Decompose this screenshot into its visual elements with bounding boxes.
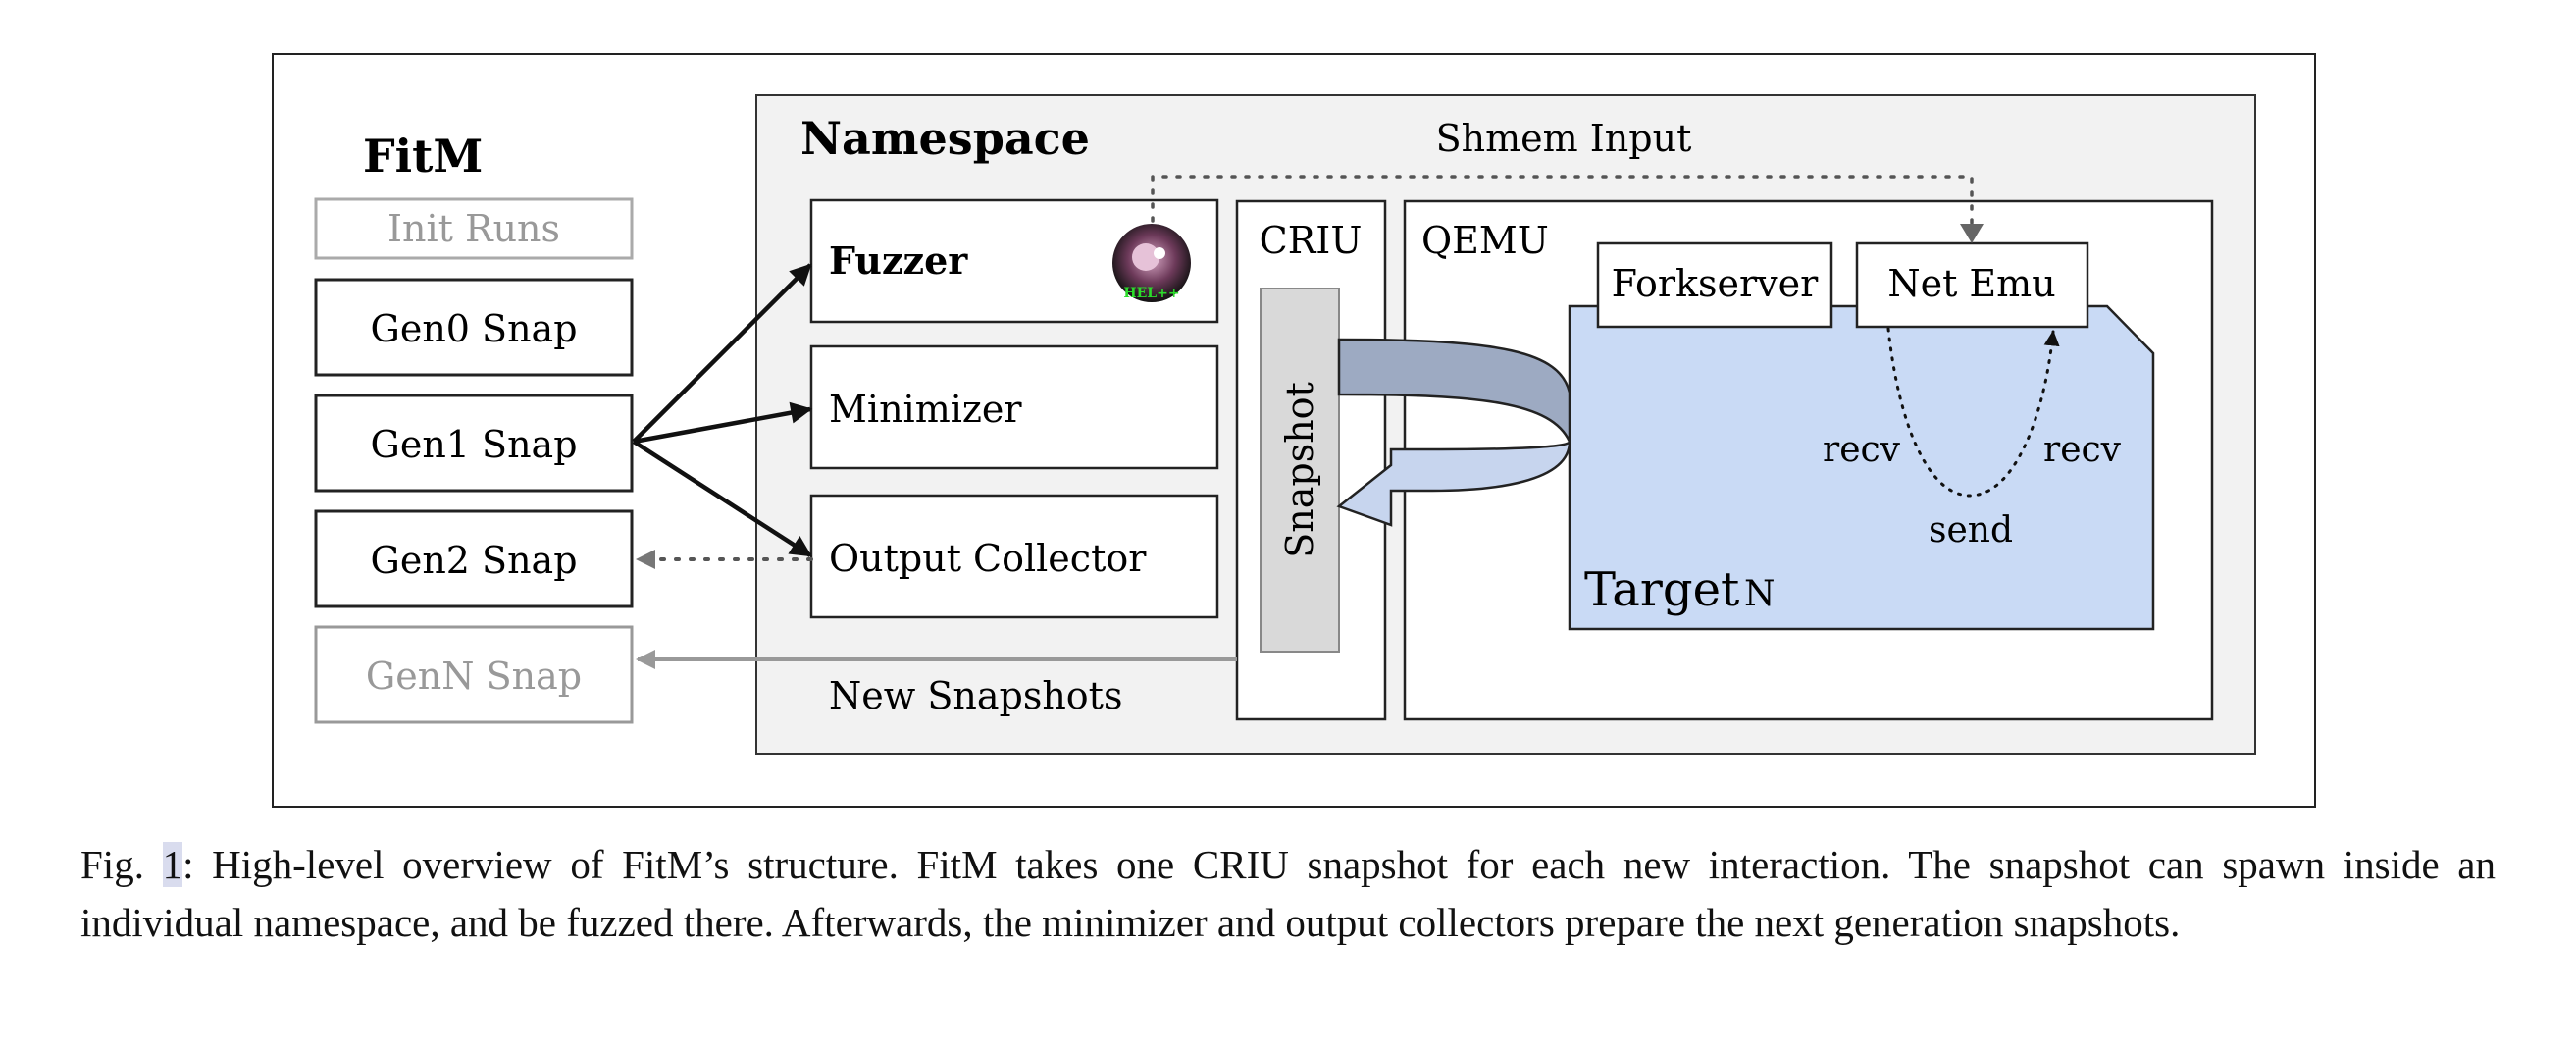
target-suffix: N — [1744, 574, 1776, 614]
gen1-snap-label: Gen1 Snap — [370, 423, 577, 466]
new-snapshots-label: New Snapshots — [829, 674, 1122, 717]
init-runs-box — [314, 197, 634, 260]
netemu-label: Net Emu — [1887, 262, 2055, 305]
gen1-to-output-collector-arrow — [632, 440, 812, 557]
gen1-to-fuzzer-arrow — [632, 263, 812, 444]
fuzzer-label: Fuzzer — [829, 238, 968, 283]
target-label: Target — [1584, 562, 1739, 617]
caption-figure-number[interactable]: 1 — [162, 842, 183, 887]
criu-title: CRIU — [1260, 219, 1363, 262]
forkserver-box — [1596, 241, 1833, 329]
fitm-structure-diagram: FitM Init Runs Gen0 Snap Gen1 Snap Gen2 … — [272, 53, 2316, 808]
gen1-to-minimizer-arrow — [633, 401, 813, 445]
output-collector-label: Output Collector — [829, 537, 1147, 580]
namespace-title: Namespace — [800, 112, 1090, 165]
minimizer-label: Minimizer — [829, 388, 1022, 431]
netemu-box — [1855, 241, 2089, 329]
figure-caption: Fig. 1: High-level overview of FitM’s st… — [80, 836, 2496, 952]
recv-right-label: recv — [2043, 430, 2122, 470]
fitm-title: FitM — [363, 130, 483, 183]
output-collector-box — [809, 494, 1219, 619]
recv-left-label: recv — [1823, 430, 1901, 470]
snapshot-bar — [1260, 288, 1340, 653]
fuzzer-logo-icon: HEL++ — [1112, 224, 1191, 302]
qemu-title: QEMU — [1421, 219, 1549, 262]
snapshot-bar-label: Snapshot — [1278, 382, 1321, 558]
svg-text:HEL++: HEL++ — [1123, 286, 1179, 301]
caption-text: : High-level overview of FitM’s structur… — [80, 842, 2497, 945]
send-label: send — [1929, 510, 2013, 551]
init-runs-label: Init Runs — [387, 207, 560, 250]
shmem-input-arrowhead — [1960, 224, 1984, 243]
caption-prefix: Fig. — [80, 842, 144, 887]
snapshot-loop-arrow — [1336, 338, 1571, 527]
gen0-snap-box — [314, 278, 634, 377]
gen2-snap-box — [314, 509, 634, 608]
gen1-snap-box — [314, 394, 634, 493]
recv-send-loop — [1886, 327, 2060, 498]
gen2-snap-label: Gen2 Snap — [370, 539, 577, 582]
forkserver-label: Forkserver — [1612, 262, 1819, 305]
genn-snap-box — [314, 625, 634, 724]
genn-snap-label: GenN Snap — [366, 655, 582, 698]
shmem-input-arrow — [1151, 175, 1974, 237]
gen0-snap-label: Gen0 Snap — [370, 307, 577, 350]
minimizer-box — [809, 344, 1219, 470]
shmem-input-label: Shmem Input — [1436, 117, 1692, 160]
